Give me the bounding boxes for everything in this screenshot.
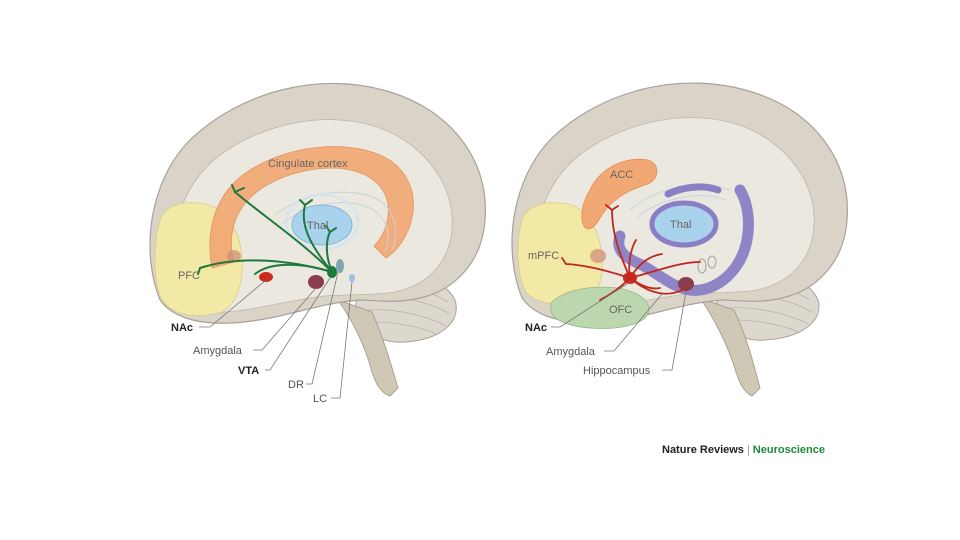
- credit-publisher: Nature Reviews: [662, 444, 744, 456]
- left-callout-vta: VTA: [238, 365, 259, 377]
- left-pfc-label: PFC: [178, 270, 200, 282]
- right-hippocampus-nucleus: [678, 277, 694, 291]
- credit-separator: |: [746, 444, 750, 456]
- right-pathways: [561, 204, 701, 301]
- left-cingulate-region: [209, 146, 414, 269]
- left-dopamine-pathways: [197, 184, 337, 275]
- right-callout-nac: NAc: [525, 322, 547, 334]
- right-brainstem: [698, 297, 761, 397]
- left-cingulate-label: Cingulate cortex: [268, 158, 348, 170]
- left-brainstem: [336, 299, 399, 397]
- right-thal-label: Thal: [670, 219, 691, 231]
- left-callout-nac: NAc: [171, 322, 193, 334]
- right-mpfc-label: mPFC: [528, 250, 559, 262]
- right-acc-label: ACC: [610, 169, 633, 181]
- left-callout-amygdala: Amygdala: [193, 345, 243, 357]
- left-thal-label: Thal: [307, 220, 328, 232]
- credit-journal: Neuroscience: [752, 444, 825, 456]
- right-brain: ACC Thal mPFC OFC NAc Amygdala Hippocamp…: [511, 82, 848, 397]
- right-ofc-region: [550, 286, 650, 329]
- left-brain: Cingulate cortex Thal PFC NAc Amygdala V…: [149, 82, 486, 405]
- journal-credit: Nature Reviews|Neuroscience: [662, 444, 825, 456]
- right-callout-amygdala: Amygdala: [546, 346, 596, 358]
- right-callout-hippocampus: Hippocampus: [583, 365, 651, 377]
- left-callout-lc: LC: [313, 393, 327, 405]
- right-thal-region: [649, 200, 719, 248]
- left-callout-dr: DR: [288, 379, 304, 391]
- left-lc-nucleus: [349, 274, 355, 282]
- left-nac-nucleus: [259, 272, 273, 282]
- right-acc-region: [581, 158, 658, 230]
- left-dr-nucleus: [336, 259, 344, 273]
- right-ofc-label: OFC: [609, 304, 632, 316]
- left-amygdala-nucleus: [308, 275, 324, 289]
